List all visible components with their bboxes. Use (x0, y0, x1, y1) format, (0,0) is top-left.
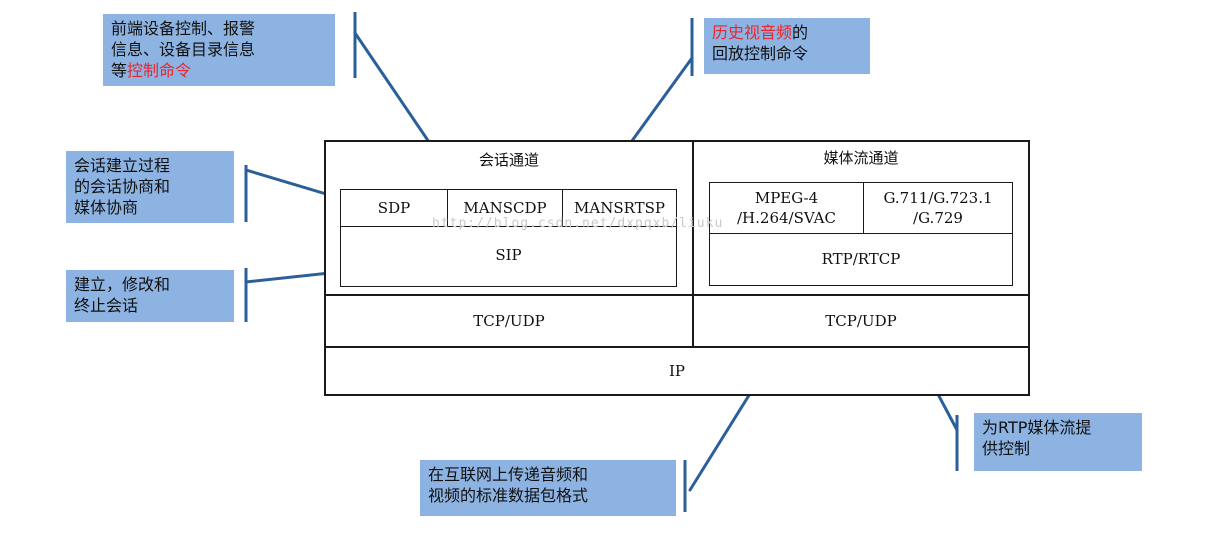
tcp-udp-media: TCP/UDP (825, 312, 897, 330)
note-mansrtsp-line2: 回放控制命令 (712, 44, 809, 63)
ip-layer-box (324, 346, 1030, 396)
note-sip-line2: 终止会话 (74, 296, 139, 315)
note-manscdp-line1: 前端设备控制、报警 (111, 19, 256, 38)
video-codec-line2: /H.264/SVAC (737, 209, 836, 227)
note-rtcp-line1: 为RTP媒体流提 (982, 418, 1092, 437)
note-manscdp-line2: 信息、设备目录信息 (111, 40, 256, 59)
audio-codec-line1: G.711/G.723.1 (883, 189, 993, 207)
sip-cell: SIP (495, 246, 522, 264)
note-rtp-line2: 视频的标准数据包格式 (428, 486, 589, 505)
note-sip-line1: 建立，修改和 (74, 275, 171, 294)
audio-codec-line2: /G.729 (913, 209, 963, 227)
note-sip: 建立，修改和 终止会话 (66, 270, 234, 322)
note-rtp-line1: 在互联网上传递音频和 (428, 465, 589, 484)
note-sdp-line1: 会话建立过程 (74, 156, 171, 175)
ip-label: IP (668, 362, 686, 380)
note-mansrtsp-line1: 历史视音频的 (712, 23, 809, 42)
note-manscdp: 前端设备控制、报警 信息、设备目录信息 等控制命令 (103, 14, 335, 86)
media-channel-title: 媒体流通道 (823, 148, 899, 167)
rtp-rtcp-cell: RTP/RTCP (821, 250, 901, 268)
note-mansrtsp: 历史视音频的 回放控制命令 (704, 18, 870, 74)
note-sdp-line2: 的会话协商和 (74, 177, 171, 196)
note-manscdp-line3: 等控制命令 (111, 61, 192, 80)
manscdp-cell: MANSCDP (447, 189, 563, 227)
note-sdp: 会话建立过程 的会话协商和 媒体协商 (66, 151, 234, 223)
note-rtcp: 为RTP媒体流提 供控制 (974, 413, 1142, 471)
note-rtcp-line2: 供控制 (982, 439, 1031, 458)
note-rtp: 在互联网上传递音频和 视频的标准数据包格式 (420, 460, 676, 516)
sdp-cell: SDP (340, 189, 448, 227)
video-codec-line1: MPEG-4 (754, 189, 819, 207)
tcp-udp-session: TCP/UDP (473, 312, 545, 330)
mansrtsp-cell: MANSRTSP (562, 189, 677, 227)
watermark: http://blog.csdn.net/dxpqxb/liuku (432, 216, 724, 231)
note-sdp-line3: 媒体协商 (74, 198, 139, 217)
audio-codec-cell: G.711/G.723.1 /G.729 (863, 182, 1013, 234)
session-channel-title: 会话通道 (478, 150, 539, 169)
video-codec-cell: MPEG-4 /H.264/SVAC (709, 182, 864, 234)
